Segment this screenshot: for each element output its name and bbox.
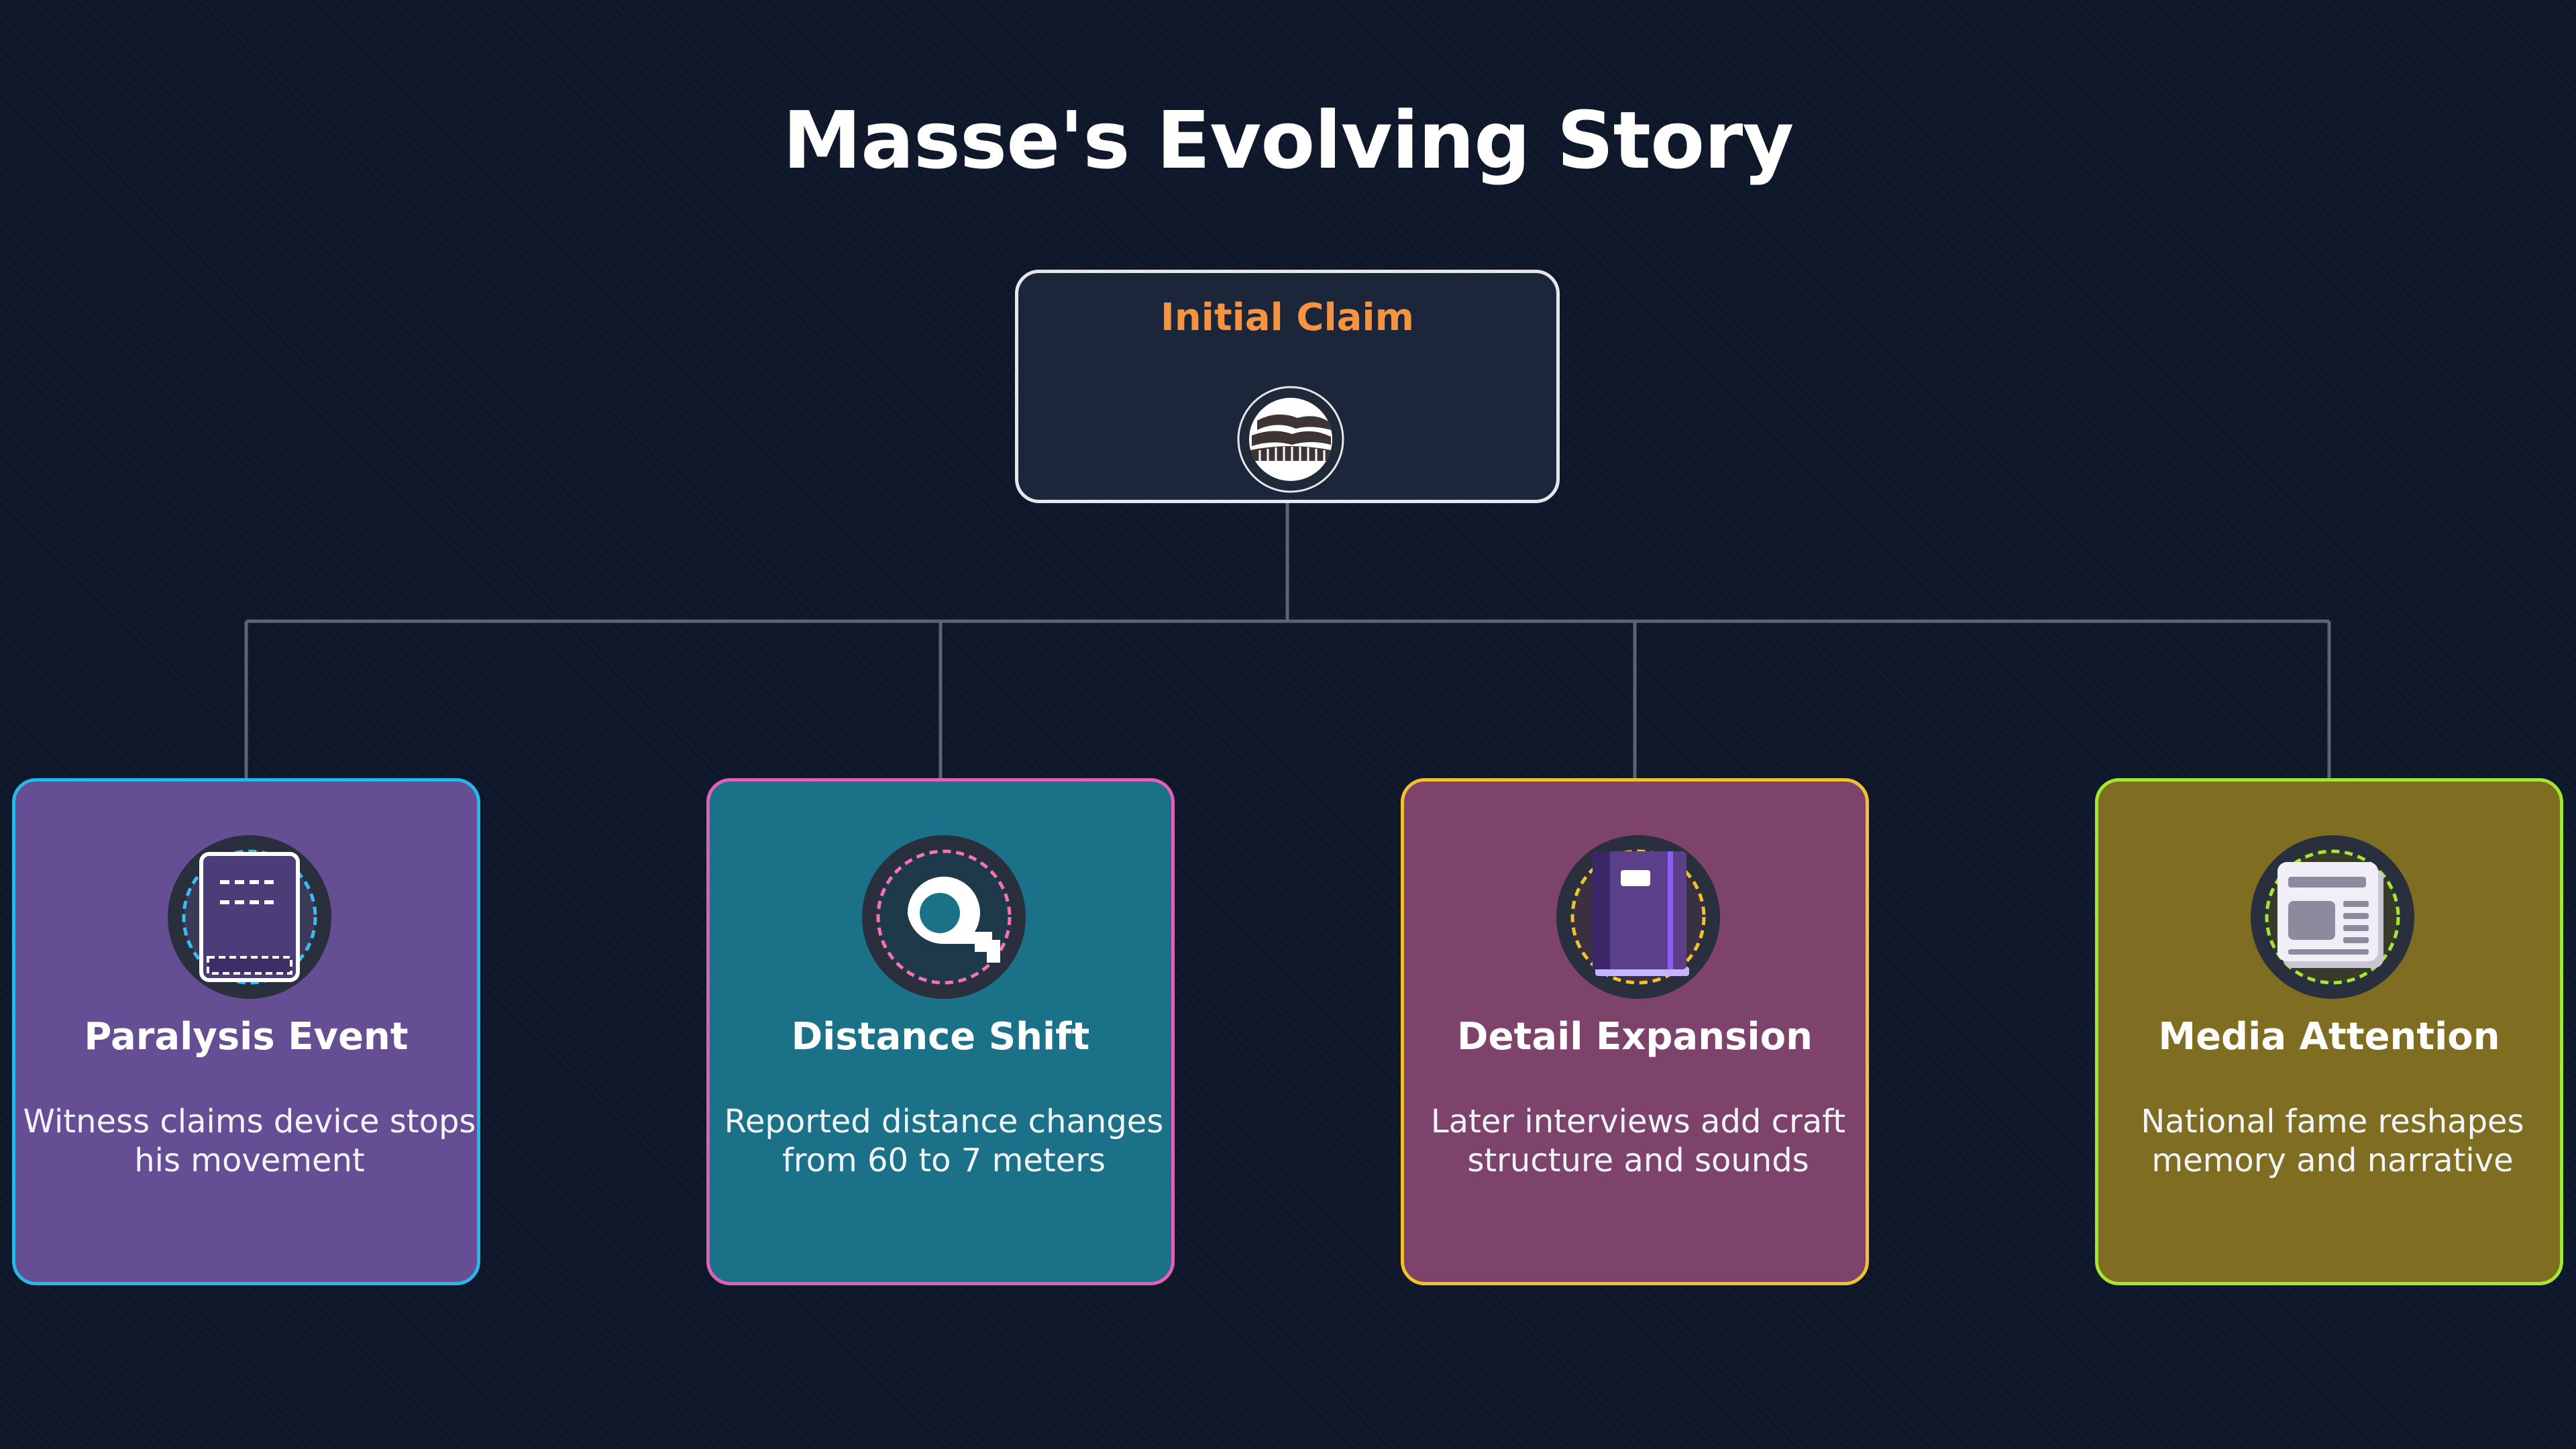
node-description: National fame reshapes memory and narrat… [2141,1103,2524,1179]
node-distance-shift: Distance Shift Reported distance changes… [706,778,1175,1285]
root-node-label: Initial Claim [1161,296,1414,339]
diagram-title: Masse's Evolving Story [782,94,1794,186]
node-media-attention: Media Attention National fame reshapes m… [2095,778,2563,1285]
node-label: Detail Expansion [1457,1015,1813,1059]
root-node: Initial Claim [1015,270,1560,503]
newspaper-icon [2251,835,2414,999]
node-paralysis-event: Paralysis Event Witness claims device st… [12,778,480,1285]
node-label: Distance Shift [791,1015,1090,1059]
tiger-hunt-icon [1237,386,1344,493]
node-description: Later interviews add craft structure and… [1430,1103,1846,1179]
node-detail-expansion: Detail Expansion Later interviews add cr… [1401,778,1869,1285]
notebook-icon [1556,835,1720,999]
tape-measure-icon [862,835,1026,999]
node-description: Reported distance changes from 60 to 7 m… [724,1103,1164,1179]
node-label: Media Attention [2158,1015,2500,1059]
document-icon [168,835,331,999]
node-label: Paralysis Event [84,1015,409,1059]
node-description: Witness claims device stops his movement [23,1103,476,1179]
